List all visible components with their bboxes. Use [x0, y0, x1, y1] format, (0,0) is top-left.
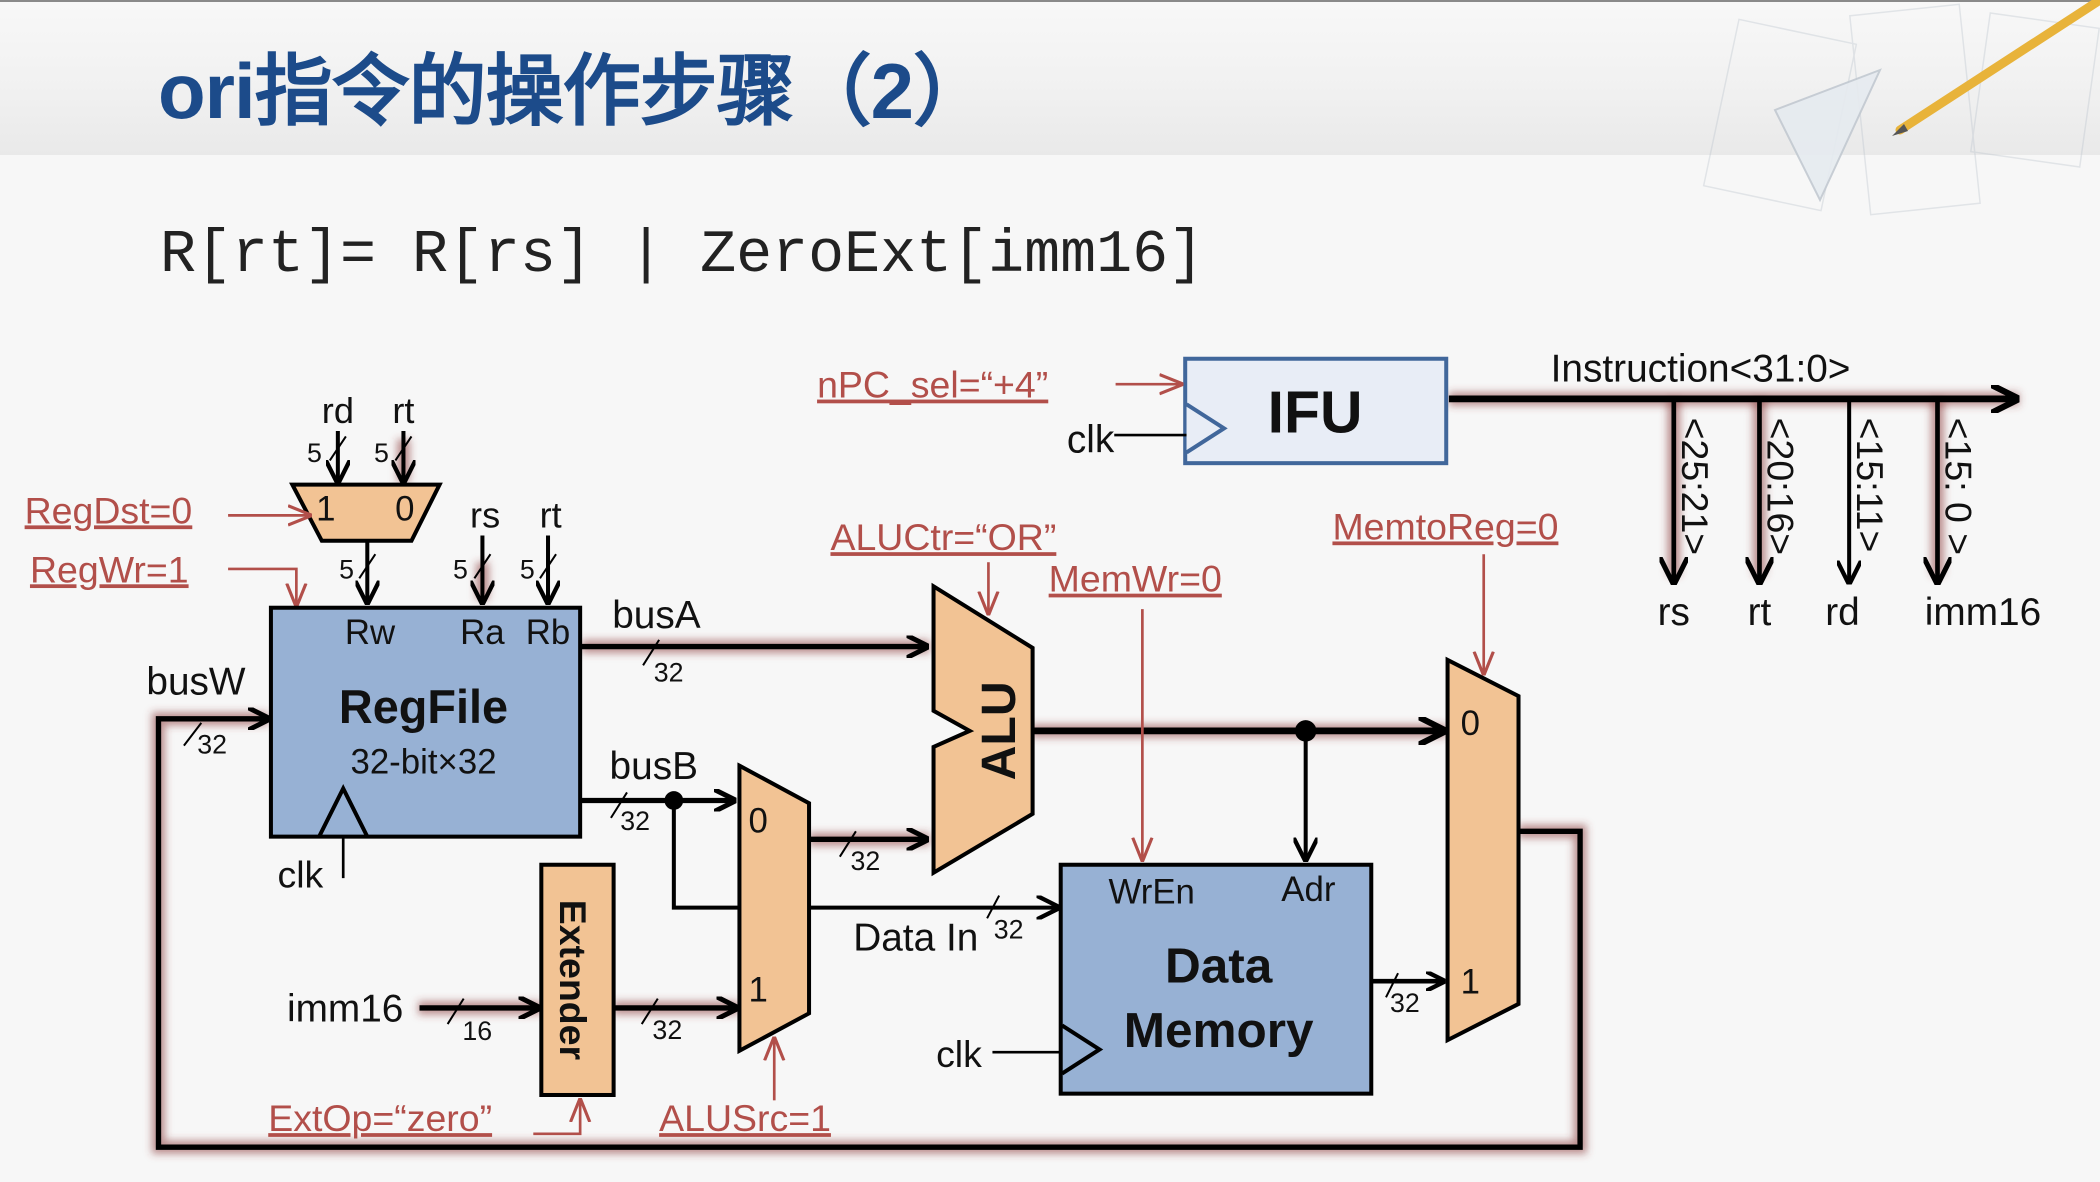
control-regwr: RegWr=1	[30, 548, 189, 590]
data-memory-title-line2: Memory	[1124, 1003, 1314, 1058]
bus-width-label: 5	[453, 554, 468, 584]
alu-shape	[931, 582, 1035, 877]
mux-input-0-label: 0	[395, 490, 414, 529]
alusrc-to-alu-wire: 32	[809, 831, 927, 876]
control-regdst: RegDst=0	[25, 489, 193, 531]
bus-width-label: 5	[307, 438, 322, 468]
pencil-icon	[1895, 0, 2100, 135]
regdst-mux-shape	[289, 482, 443, 543]
busb-wire: busB 32 Data In 32	[581, 745, 1058, 959]
regfile-clk-label: clk	[277, 854, 323, 896]
bus-width-label: 5	[520, 554, 535, 584]
instruction-bus-label: Instruction<31:0>	[1551, 348, 1851, 391]
port-wren-label: WrEn	[1109, 873, 1195, 912]
header-band	[0, 0, 2100, 155]
port-rb-label: Rb	[526, 613, 570, 652]
bus-width-label: 5	[374, 438, 389, 468]
regdst-mux: rd rt 5 5 1 0 5	[289, 390, 443, 602]
field-name-label: rs	[1658, 591, 1690, 634]
imm16-label: imm16	[287, 987, 403, 1030]
mux-input-1-label: 1	[749, 970, 768, 1009]
set-square-icon	[1773, 68, 1882, 203]
bus-width-label: 32	[652, 1015, 682, 1045]
port-ra-label: Ra	[460, 613, 505, 652]
control-alusrc: ALUSrc=1	[659, 1097, 831, 1139]
bus-width-label: 5	[339, 554, 354, 584]
bus-width-label: 32	[994, 914, 1024, 944]
control-npc-sel: nPC_sel=“+4”	[817, 364, 1048, 406]
field-bits-label: <25:21>	[1674, 418, 1716, 556]
instruction-field-rt: <20:16> rt	[1748, 398, 1801, 634]
regfile-box	[268, 605, 583, 839]
field-bits-label: <20:16>	[1759, 418, 1801, 556]
extender-label: Extender	[552, 900, 594, 1061]
rb-input-label: rt	[540, 494, 562, 535]
ifu-box	[1183, 356, 1449, 466]
extender-output-wire: 32	[613, 999, 737, 1045]
field-name-label: rt	[1748, 591, 1772, 634]
ifu-block: IFU clk	[1067, 356, 1449, 466]
busa-label: busA	[612, 594, 701, 637]
bus-width-label: 32	[620, 806, 650, 836]
mux-input-1-label: 1	[1461, 962, 1480, 1001]
mux-input-1-label: 1	[316, 490, 335, 529]
bus-width-label: 32	[851, 846, 881, 876]
port-rw-label: Rw	[345, 613, 396, 652]
memory-output-wire: 32	[1372, 973, 1444, 1018]
data-in-label: Data In	[853, 916, 978, 959]
field-bits-label: <15:11>	[1849, 418, 1891, 553]
regfile-block: Rw Ra Rb RegFile 32-bit×32 clk	[268, 605, 583, 896]
extender-box	[539, 862, 616, 1097]
busb-label: busB	[610, 745, 698, 788]
rtl-formula: R[rt]= R[rs] | ZeroExt[imm16]	[160, 222, 1205, 290]
alu-label: ALU	[972, 681, 1026, 780]
busw-label: busW	[146, 661, 246, 704]
ra-input-label: rs	[470, 494, 500, 535]
control-memtoreg: MemtoReg=0	[1332, 505, 1558, 547]
instruction-field-rd: <15:11> rd	[1825, 398, 1891, 634]
regfile-read-inputs: rs rt 5 5	[453, 494, 562, 602]
slide-title: ori指令的操作步骤（2）	[158, 47, 991, 135]
mux-input-rd-label: rd	[322, 390, 354, 431]
alu-block: ALU	[931, 582, 1035, 877]
ifu-clk-label: clk	[1067, 418, 1115, 461]
imm16-input-wire: imm16 16	[287, 987, 539, 1046]
mux-input-0-label: 0	[749, 802, 768, 841]
alu-output-wire	[1033, 720, 1444, 859]
extender-block: Extender	[539, 862, 616, 1097]
memtoreg-mux-shape	[1445, 656, 1521, 1044]
port-adr-label: Adr	[1281, 870, 1336, 909]
bus-width-label: 32	[197, 730, 227, 760]
data-memory-title-line1: Data	[1165, 939, 1273, 994]
busa-wire: busA 32	[581, 594, 926, 687]
mux-input-rt-label: rt	[392, 390, 414, 431]
control-memwr: MemWr=0	[1049, 558, 1222, 600]
ifu-label: IFU	[1268, 380, 1363, 445]
instruction-field-rs: <25:21> rs	[1658, 398, 1716, 634]
busw-feedback-wire: busW 32	[146, 661, 1583, 1150]
data-memory-box	[1058, 862, 1374, 1096]
control-extop: ExtOp=“zero”	[268, 1097, 492, 1139]
drafting-tools-decoration	[1702, 0, 2100, 216]
mux-input-0-label: 0	[1461, 704, 1480, 743]
regfile-subtitle: 32-bit×32	[350, 743, 496, 782]
alusrc-mux: 0 1	[737, 762, 812, 1055]
field-name-label: imm16	[1925, 591, 2041, 634]
field-name-label: rd	[1825, 591, 1860, 634]
data-memory-block: WrEn Adr Data Memory clk	[936, 862, 1374, 1096]
ifu-clock-triangle-icon	[1185, 402, 1228, 455]
regfile-title: RegFile	[339, 681, 508, 733]
data-memory-clock-triangle-icon	[1060, 1023, 1104, 1076]
field-bits-label: <15: 0 >	[1938, 418, 1980, 556]
data-memory-clk-label: clk	[936, 1033, 982, 1075]
alusrc-mux-shape	[737, 762, 812, 1055]
bus-width-label: 16	[462, 1016, 492, 1046]
bus-width-label: 32	[654, 657, 684, 687]
control-aluctr: ALUCtr=“OR”	[830, 516, 1056, 558]
memtoreg-mux: 0 1	[1445, 656, 1521, 1044]
regfile-clock-triangle-icon	[317, 783, 370, 838]
instruction-field-imm16: <15: 0 > imm16	[1925, 398, 2041, 634]
bus-width-label: 32	[1390, 988, 1420, 1018]
